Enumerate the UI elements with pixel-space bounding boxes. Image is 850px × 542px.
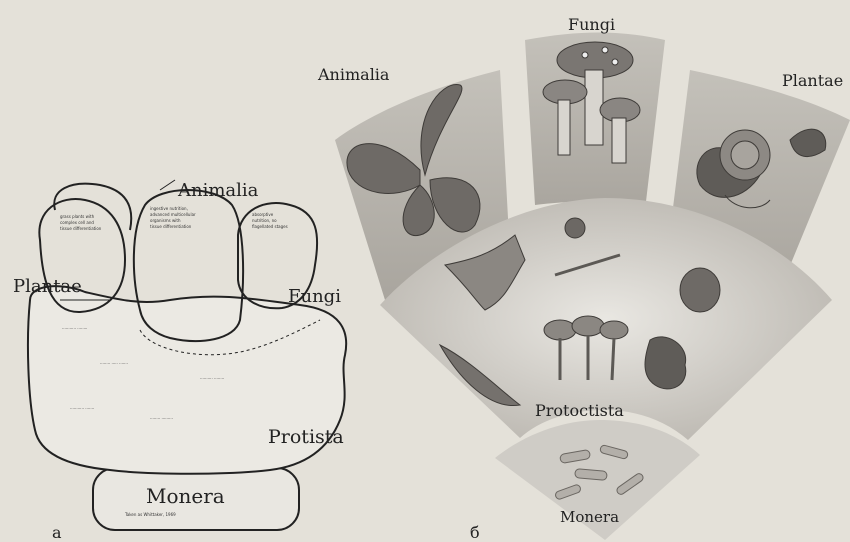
left-label-fungi: Fungi	[288, 286, 341, 307]
left-label-monera: Monera	[146, 484, 225, 508]
svg-text:advanced multicellular: advanced multicellular	[150, 212, 196, 217]
mushrooms-icon	[543, 42, 640, 163]
svg-text:ingestive nutrition,: ingestive nutrition,	[150, 206, 188, 211]
right-label-fungi: Fungi	[568, 15, 615, 34]
left-panel-letter: а	[52, 523, 62, 542]
svg-text:tissue differentiation: tissue differentiation	[150, 224, 192, 229]
left-kingdom-diagram	[28, 180, 346, 530]
right-label-protoctista: Protoctista	[535, 401, 624, 420]
svg-text:flagellated stages: flagellated stages	[252, 224, 288, 229]
svg-text:········ ····· ·······: ········ ····· ·······	[100, 361, 128, 366]
right-label-animalia: Animalia	[317, 65, 390, 84]
right-label-monera: Monera	[560, 508, 619, 526]
svg-text:········ ·········: ········ ·········	[150, 416, 173, 421]
left-label-plantae: Plantae	[13, 276, 82, 297]
svg-text:nutrition, no: nutrition, no	[252, 218, 277, 223]
svg-text:Taken as Whittaker, 1969: Taken as Whittaker, 1969	[124, 512, 176, 517]
svg-text:complex cell and: complex cell and	[60, 220, 94, 225]
svg-text:organisms with: organisms with	[150, 218, 181, 223]
svg-text:grass plants with: grass plants with	[60, 214, 95, 219]
left-label-animalia: Animalia	[177, 180, 259, 201]
svg-text:·········· ········: ·········· ········	[200, 376, 224, 381]
right-panel-letter: б	[470, 523, 480, 542]
svg-text:··········· ·······: ··········· ·······	[70, 406, 94, 411]
left-label-protista: Protista	[268, 426, 344, 448]
svg-text:··········· ········: ··········· ········	[62, 326, 87, 331]
right-label-plantae: Plantae	[782, 71, 843, 90]
svg-text:absorptive: absorptive	[252, 212, 274, 217]
svg-text:tissue differentiation: tissue differentiation	[60, 226, 102, 231]
